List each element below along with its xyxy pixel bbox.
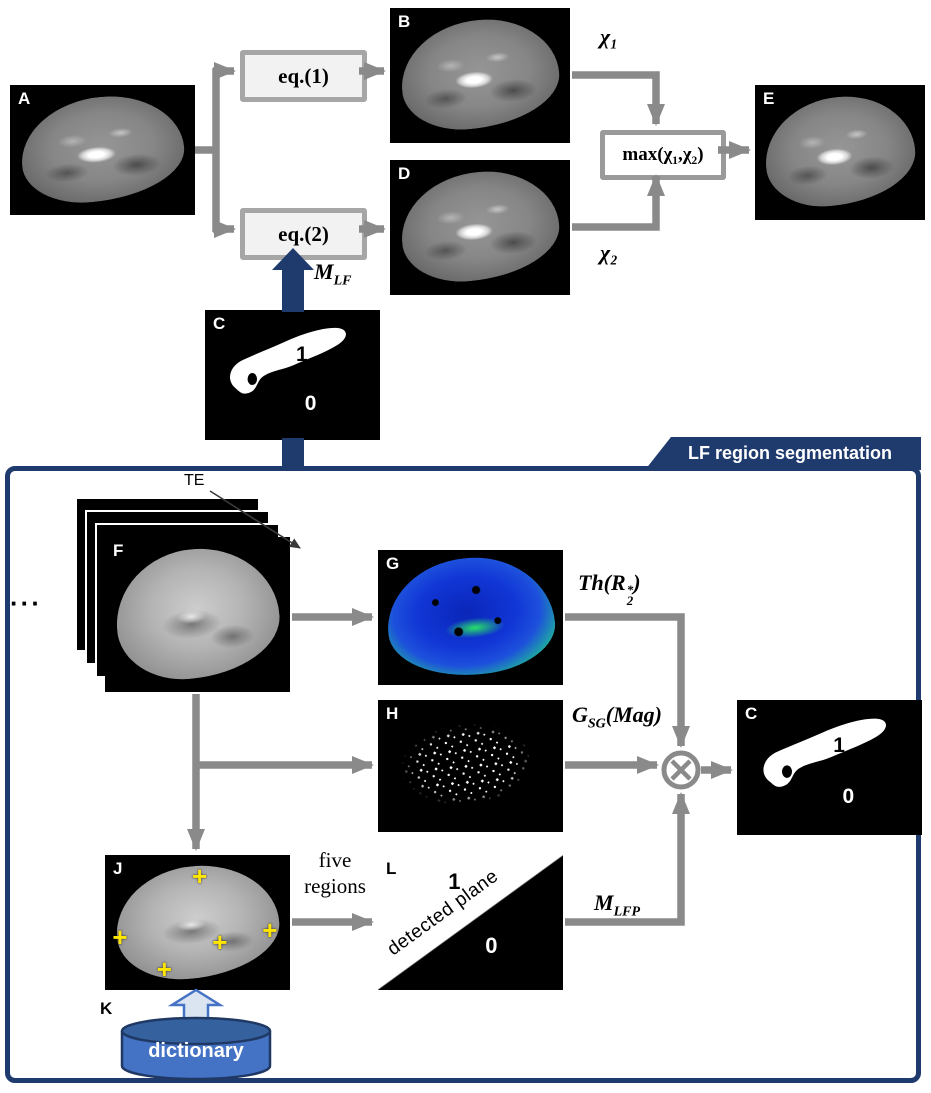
lf-mask-blob	[763, 718, 886, 787]
plane-value-one: 1	[448, 868, 461, 894]
mask-notch	[247, 373, 258, 385]
panel-c-top-letter: C	[213, 314, 226, 333]
dictionary-label: dictionary	[148, 1040, 244, 1062]
mask-value-zero: 0	[304, 391, 317, 415]
panel-f-letter: F	[113, 541, 124, 560]
label-m-lfp: MLFP	[594, 890, 641, 920]
seed-marker-icon: +	[212, 927, 228, 958]
panel-b-chi1-map: B	[390, 8, 570, 143]
eq1-label: eq.(1)	[278, 63, 329, 88]
label-chi1: χ₁	[600, 24, 618, 49]
panel-c-bottom-letter: C	[745, 704, 758, 723]
arrow-d-to-max	[572, 174, 665, 231]
seed-marker-icon: +	[112, 921, 128, 952]
mask-white-region	[763, 718, 886, 787]
panel-h-gradient-mask: H	[378, 700, 563, 832]
max-box: max(χ₁,χ₂)	[600, 130, 726, 180]
label-te: TE	[184, 472, 205, 489]
panel-f-magnitude-image: F	[105, 537, 290, 692]
seed-marker-icon: +	[262, 915, 278, 946]
eq1-box: eq.(1)	[240, 50, 367, 102]
panel-d-chi2-map: D	[390, 160, 570, 295]
eq2-box: eq.(2)	[240, 208, 367, 260]
label-m-lf: MLF	[314, 259, 352, 289]
panel-c-mask-bottom: C 1 0	[737, 700, 922, 835]
label-chi2: χ₂	[600, 240, 618, 265]
panel-a-letter: A	[18, 89, 31, 108]
mask-white-region	[230, 327, 346, 394]
r2-sub: 2	[626, 593, 634, 609]
panel-k-letter: K	[100, 999, 113, 1018]
panel-e-output-map: E	[755, 85, 925, 220]
plane-value-zero: 0	[485, 933, 498, 959]
lf-mask-blob	[230, 327, 346, 394]
eq2-label: eq.(2)	[278, 221, 329, 246]
panel-a-input-image: A	[10, 85, 195, 215]
panel-j-letter: J	[113, 859, 123, 878]
mask-value-one: 1	[296, 342, 308, 366]
panel-l-letter: L	[386, 859, 397, 878]
panel-j-seed-image: J + + + + +	[105, 855, 290, 990]
label-gsg-mag: GSG(Mag)	[572, 702, 663, 732]
echo-ellipsis: ···	[10, 588, 42, 618]
panel-e-letter: E	[763, 89, 775, 108]
panel-h-letter: H	[386, 704, 399, 723]
label-th-r2star: Th(R*2)	[578, 570, 641, 609]
lf-region-segmentation-banner: LF region segmentation	[645, 437, 921, 470]
max-label: max(χ₁,χ₂)	[622, 144, 704, 165]
mask-value-one: 1	[833, 733, 845, 757]
panel-b-letter: B	[398, 12, 411, 31]
panel-g-letter: G	[386, 554, 400, 573]
mask-value-zero: 0	[842, 785, 855, 809]
panel-g-r2star-map: G	[378, 550, 563, 685]
banner-title: LF region segmentation	[687, 443, 892, 463]
seed-marker-icon: +	[156, 954, 172, 985]
panel-d-letter: D	[398, 164, 411, 183]
seed-marker-icon: +	[191, 861, 208, 892]
mask-notch	[782, 765, 792, 778]
panel-c-mask-top: C 1 0	[205, 310, 380, 440]
label-five-regions: five regions	[304, 848, 366, 899]
panel-l-detected-plane-mask: L 1 detected plane 0	[378, 855, 563, 990]
arrow-b-to-max	[572, 71, 665, 126]
connector-a-branch	[195, 68, 220, 232]
r2-sup: *	[626, 582, 634, 597]
